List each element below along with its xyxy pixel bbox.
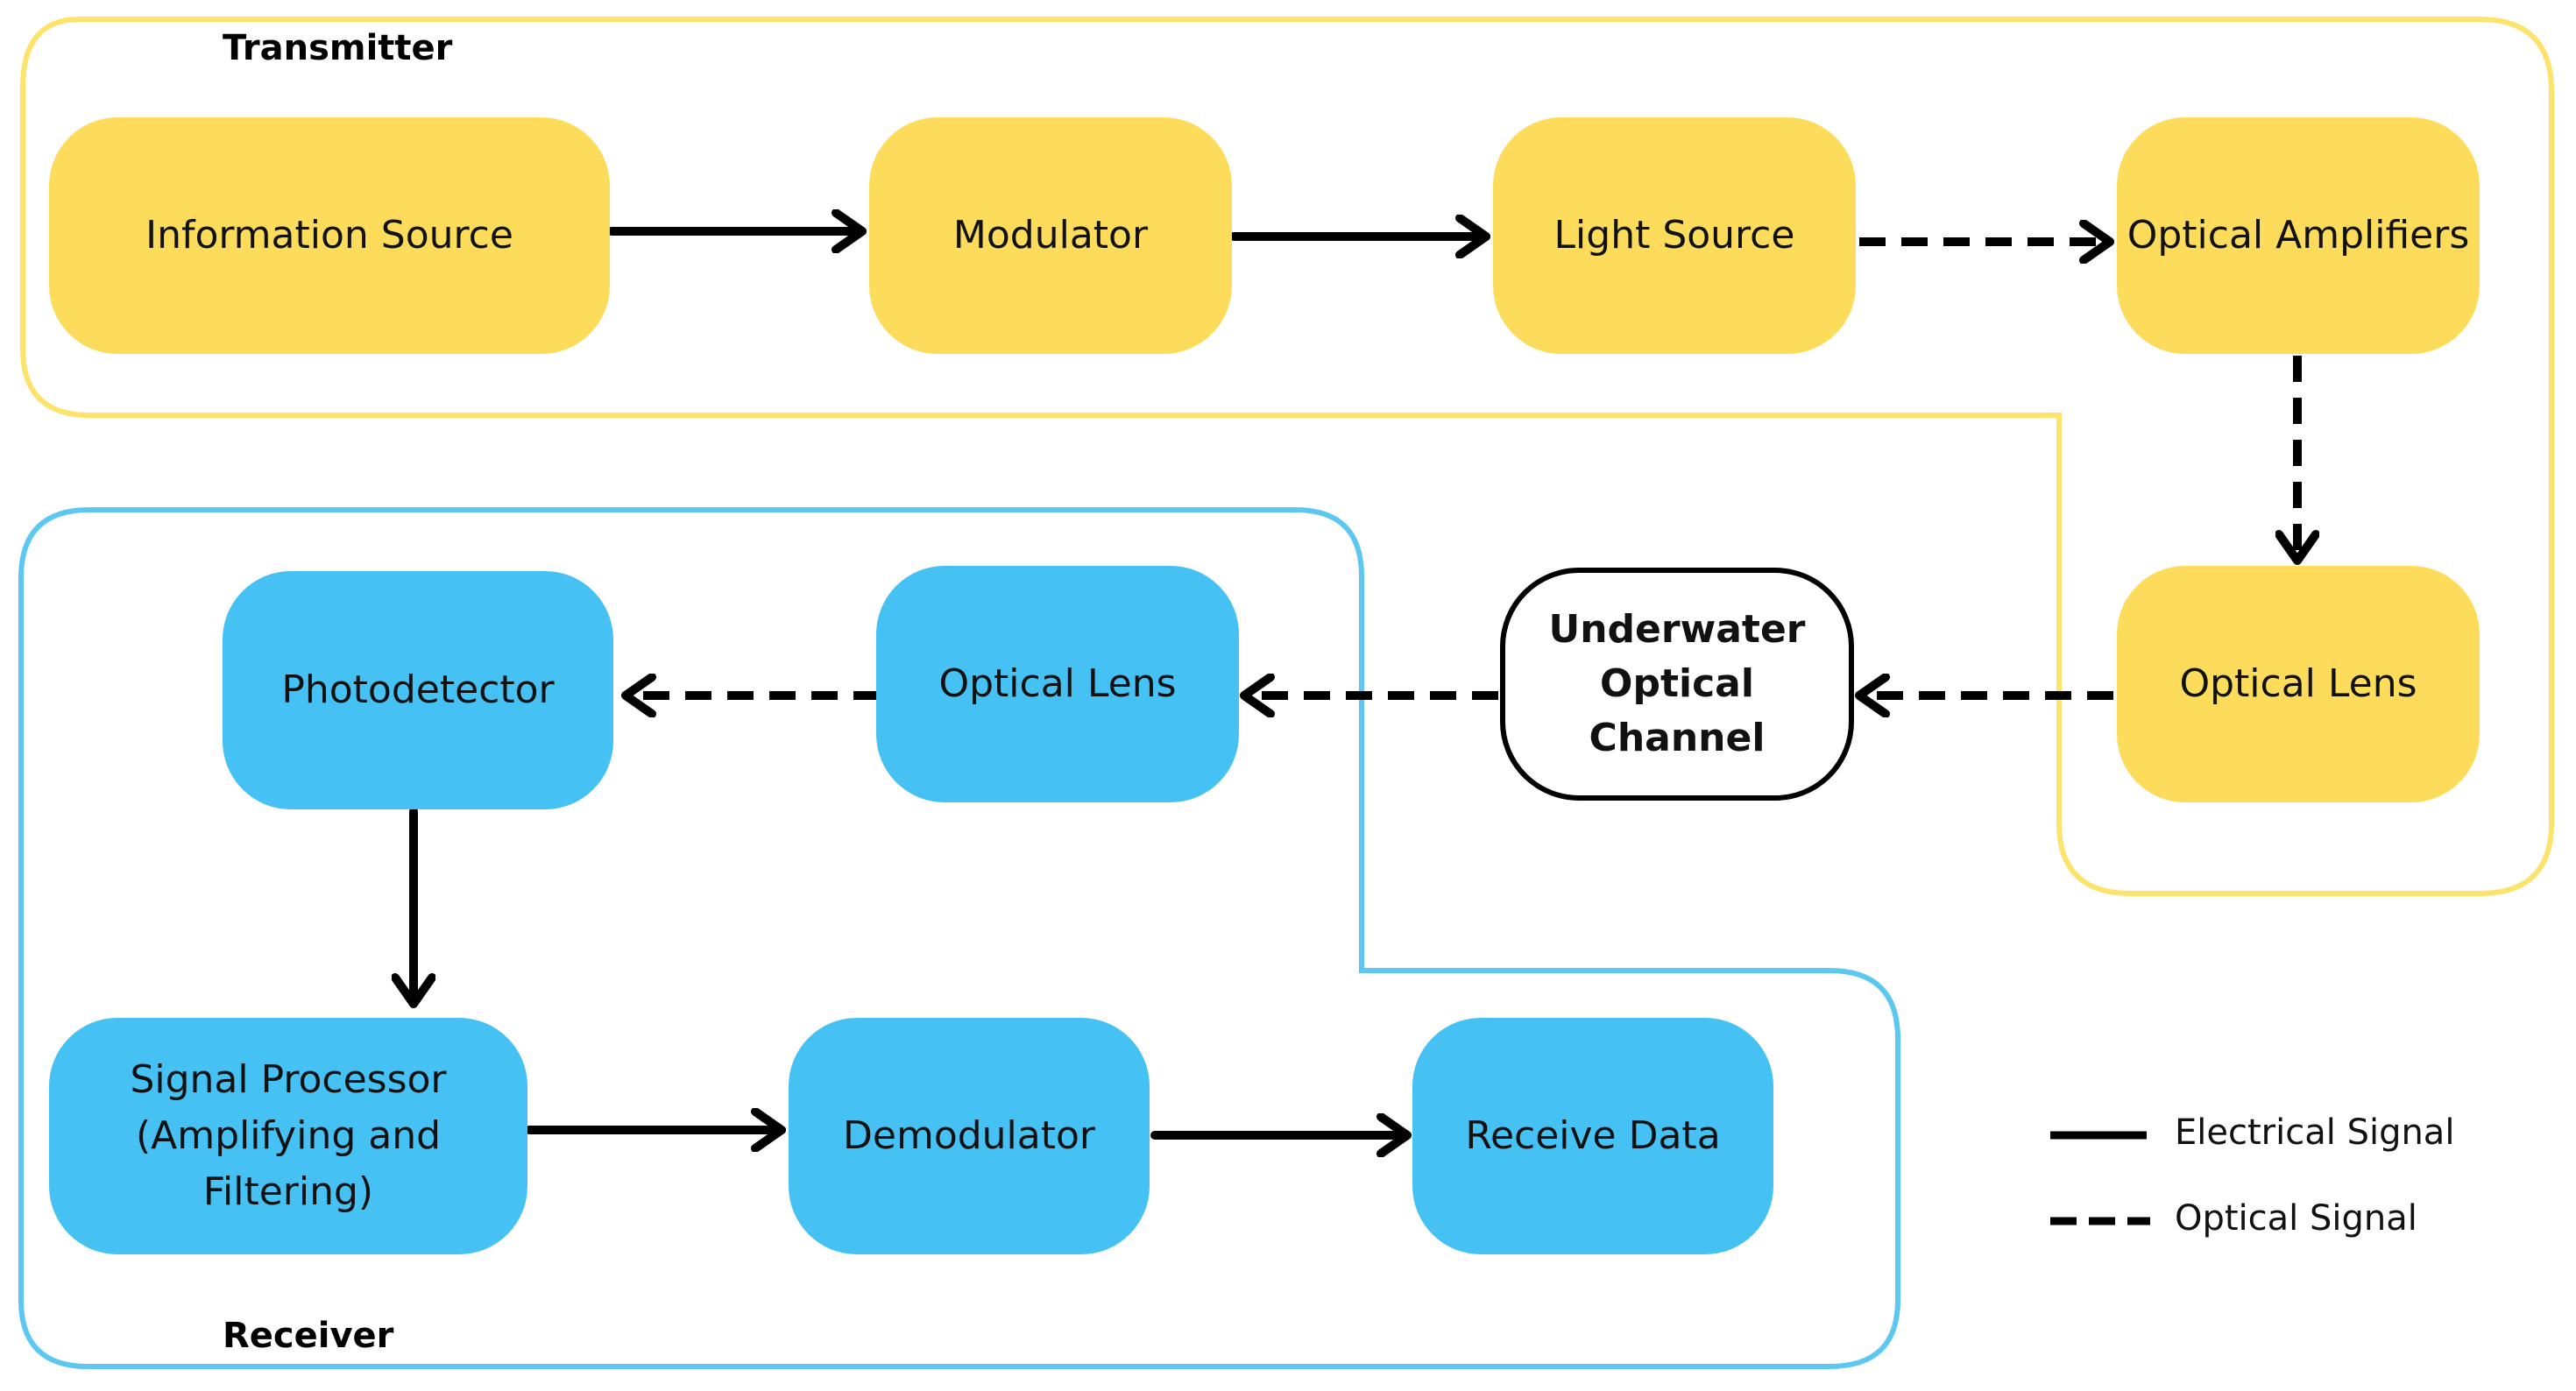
node-modulator: Modulator [869, 117, 1232, 354]
node-underwater-optical-channel: Underwater Optical Channel [1500, 568, 1854, 801]
node-optical-amplifiers: Optical Amplifiers [2117, 117, 2480, 354]
receiver-group-outline [18, 507, 1900, 1369]
node-photodetector: Photodetector [223, 571, 613, 809]
node-optical-lens-receiver: Optical Lens [876, 566, 1239, 802]
optical-signal-arrows [626, 242, 2297, 696]
transmitter-group-outline [20, 17, 2554, 896]
legend-optical-label: Optical Signal [2175, 1198, 2417, 1239]
transmitter-group-label: Transmitter [223, 28, 453, 68]
node-optical-lens-transmitter: Optical Lens [2117, 566, 2480, 802]
node-demodulator: Demodulator [789, 1018, 1150, 1254]
receiver-group-label: Receiver [223, 1316, 394, 1356]
electrical-signal-arrows [414, 231, 1490, 1135]
node-information-source: Information Source [49, 117, 610, 354]
node-receive-data: Receive Data [1412, 1018, 1773, 1254]
legend-electrical-label: Electrical Signal [2175, 1112, 2455, 1153]
node-signal-processor: Signal Processor (Amplifying and Filteri… [49, 1018, 527, 1254]
node-light-source: Light Source [1493, 117, 1856, 354]
